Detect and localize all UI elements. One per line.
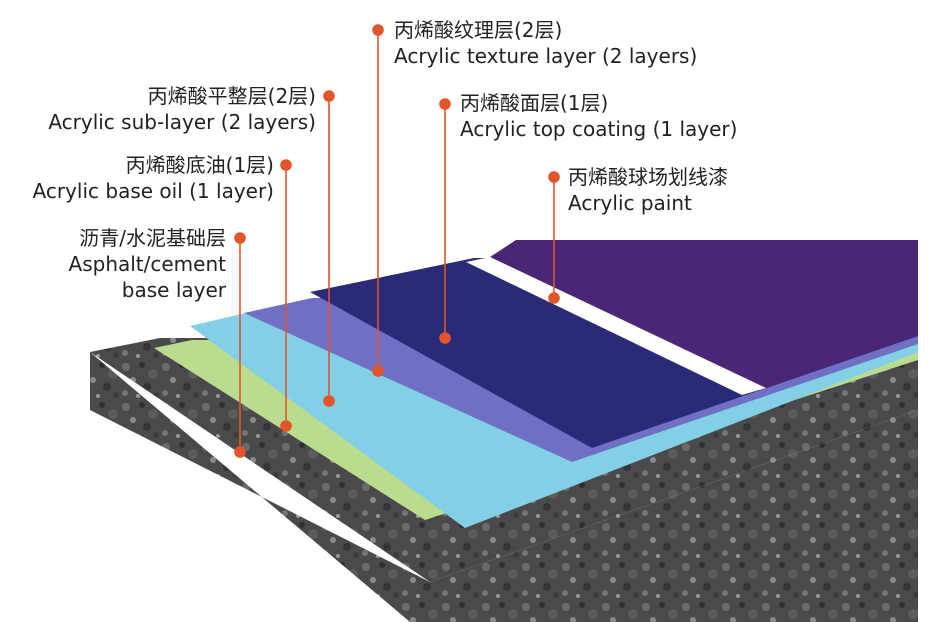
label-top-zh: 丙烯酸面层(1层) [460,91,609,115]
label-oil-zh: 丙烯酸底油(1层) [125,153,274,177]
leader-lines [234,24,560,458]
white-line-marking [466,257,766,395]
marker-dot-top-coating-top [439,98,451,110]
marker-dot-sub-layer-top [323,90,335,102]
marker-dot-texture-bottom [372,365,384,377]
marker-dot-base-oil-top [280,159,292,171]
label-paint-en: Acrylic paint [568,191,692,215]
label-asphalt-cement-base: 沥青/水泥基础层 Asphalt/cement base layer [69,225,226,303]
label-acrylic-texture-layer: 丙烯酸纹理层(2层) Acrylic texture layer (2 laye… [394,17,697,69]
label-top-en: Acrylic top coating (1 layer) [460,117,738,141]
marker-dot-asphalt-bottom [234,446,246,458]
label-acrylic-top-coating: 丙烯酸面层(1层) Acrylic top coating (1 layer) [460,90,737,142]
label-texture-zh: 丙烯酸纹理层(2层) [394,18,563,42]
acrylic-paint-layer [490,240,918,388]
label-acrylic-base-oil: 丙烯酸底油(1层) Acrylic base oil (1 layer) [33,152,274,204]
asphalt-base-side-face [430,410,918,622]
marker-dot-texture-top [372,24,384,36]
label-oil-en: Acrylic base oil (1 layer) [32,179,274,203]
marker-dot-paint-bottom [548,292,560,304]
marker-dot-base-oil-bottom [280,420,292,432]
marker-dot-paint-top [548,171,560,183]
marker-dot-asphalt-top [234,232,246,244]
asphalt-base-front-face [90,352,430,622]
label-asphalt-zh: 沥青/水泥基础层 [79,226,226,250]
label-asphalt-en2: base layer [121,278,226,302]
marker-dot-sub-layer-bottom [323,395,335,407]
label-sub-en: Acrylic sub-layer (2 layers) [48,110,316,134]
label-texture-en: Acrylic texture layer (2 layers) [394,44,698,68]
label-acrylic-sub-layer: 丙烯酸平整层(2层) Acrylic sub-layer (2 layers) [48,83,316,135]
label-asphalt-en1: Asphalt/cement [68,252,226,276]
label-acrylic-paint: 丙烯酸球场划线漆 Acrylic paint [568,164,728,216]
label-sub-zh: 丙烯酸平整层(2层) [147,84,316,108]
label-paint-zh: 丙烯酸球场划线漆 [568,165,728,189]
marker-dot-top-coating-bottom [439,332,451,344]
